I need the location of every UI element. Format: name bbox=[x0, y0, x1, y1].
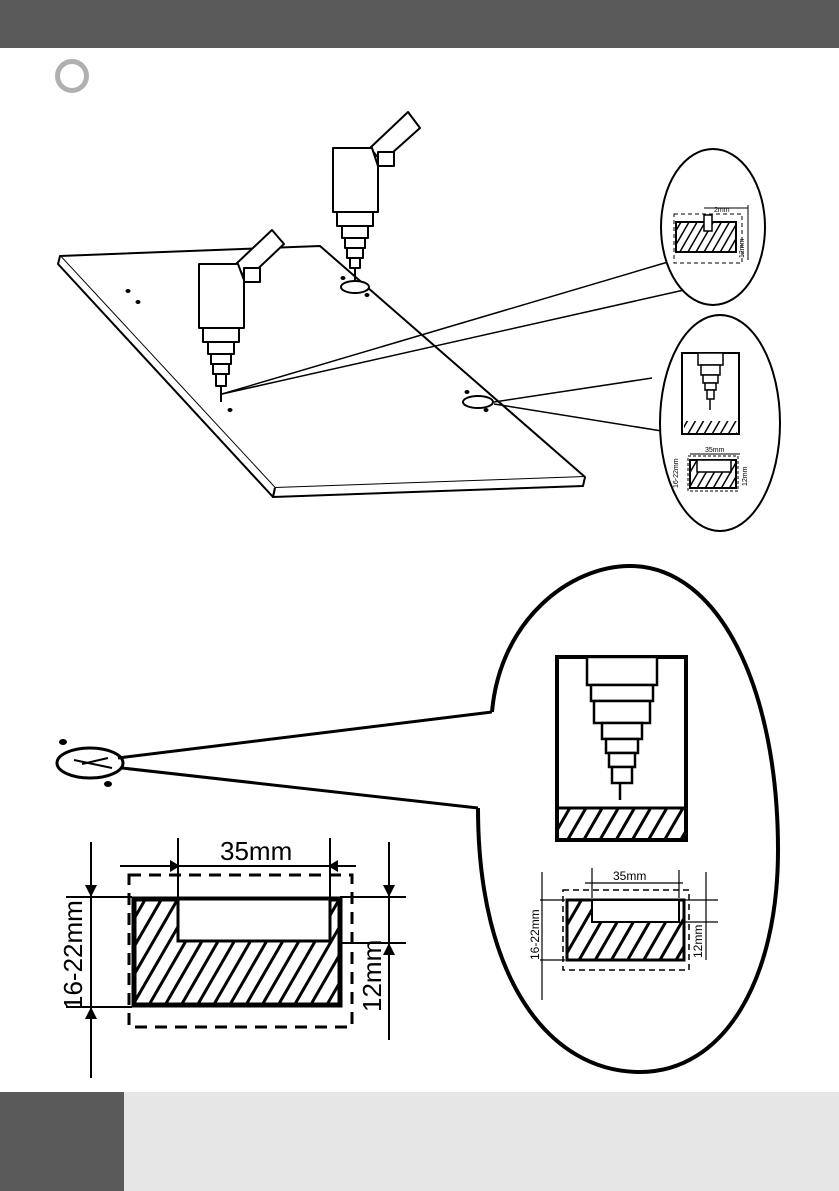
detail-circle-top: 2mm 12mm bbox=[660, 148, 766, 306]
detail-mid-width-label: 35mm bbox=[705, 447, 725, 454]
detail-top-depth-label: 2mm bbox=[714, 207, 730, 214]
footer-tab bbox=[0, 1092, 124, 1191]
hand-drill-icon bbox=[198, 229, 285, 402]
detail-circle-mid: 35mm 16-22mm 12mm bbox=[659, 314, 781, 532]
footer-band bbox=[0, 1092, 839, 1191]
hand-drill-icon bbox=[332, 111, 421, 282]
large-thickness-label: 16-22mm bbox=[58, 900, 88, 1010]
detail-mid-thickness-label: 16-22mm bbox=[673, 458, 680, 488]
hinge-cup-hole-rear bbox=[340, 280, 370, 294]
zoom-width-label: 35mm bbox=[613, 869, 646, 883]
hinge-cup-hole-front bbox=[462, 395, 494, 409]
large-dimension-drawing: 35mm 16-22mm 12mm bbox=[58, 836, 406, 1078]
zoom-thickness-label: 16-22mm bbox=[528, 909, 542, 960]
header-bar bbox=[0, 0, 839, 48]
step-circle-icon bbox=[55, 59, 89, 93]
detail-top-hole-label: 12mm bbox=[739, 238, 746, 258]
large-width-label: 35mm bbox=[220, 836, 292, 866]
board-panel bbox=[57, 245, 586, 498]
leader-lines-top bbox=[221, 261, 685, 395]
zoom-ellipse: 35mm 16-22mm 12mm bbox=[476, 563, 781, 1075]
board-holes bbox=[125, 276, 489, 412]
zoom-hole bbox=[55, 739, 125, 787]
leader-lines-bottom bbox=[117, 710, 493, 810]
large-depth-label: 12mm bbox=[357, 940, 387, 1012]
detail-mid-depth-label: 12mm bbox=[742, 466, 749, 486]
zoom-depth-label: 12mm bbox=[691, 925, 705, 958]
assembly-diagram: 2mm 12mm 35mm 16-22mm 12mm bbox=[55, 111, 781, 1078]
leader-lines-mid bbox=[493, 377, 669, 433]
